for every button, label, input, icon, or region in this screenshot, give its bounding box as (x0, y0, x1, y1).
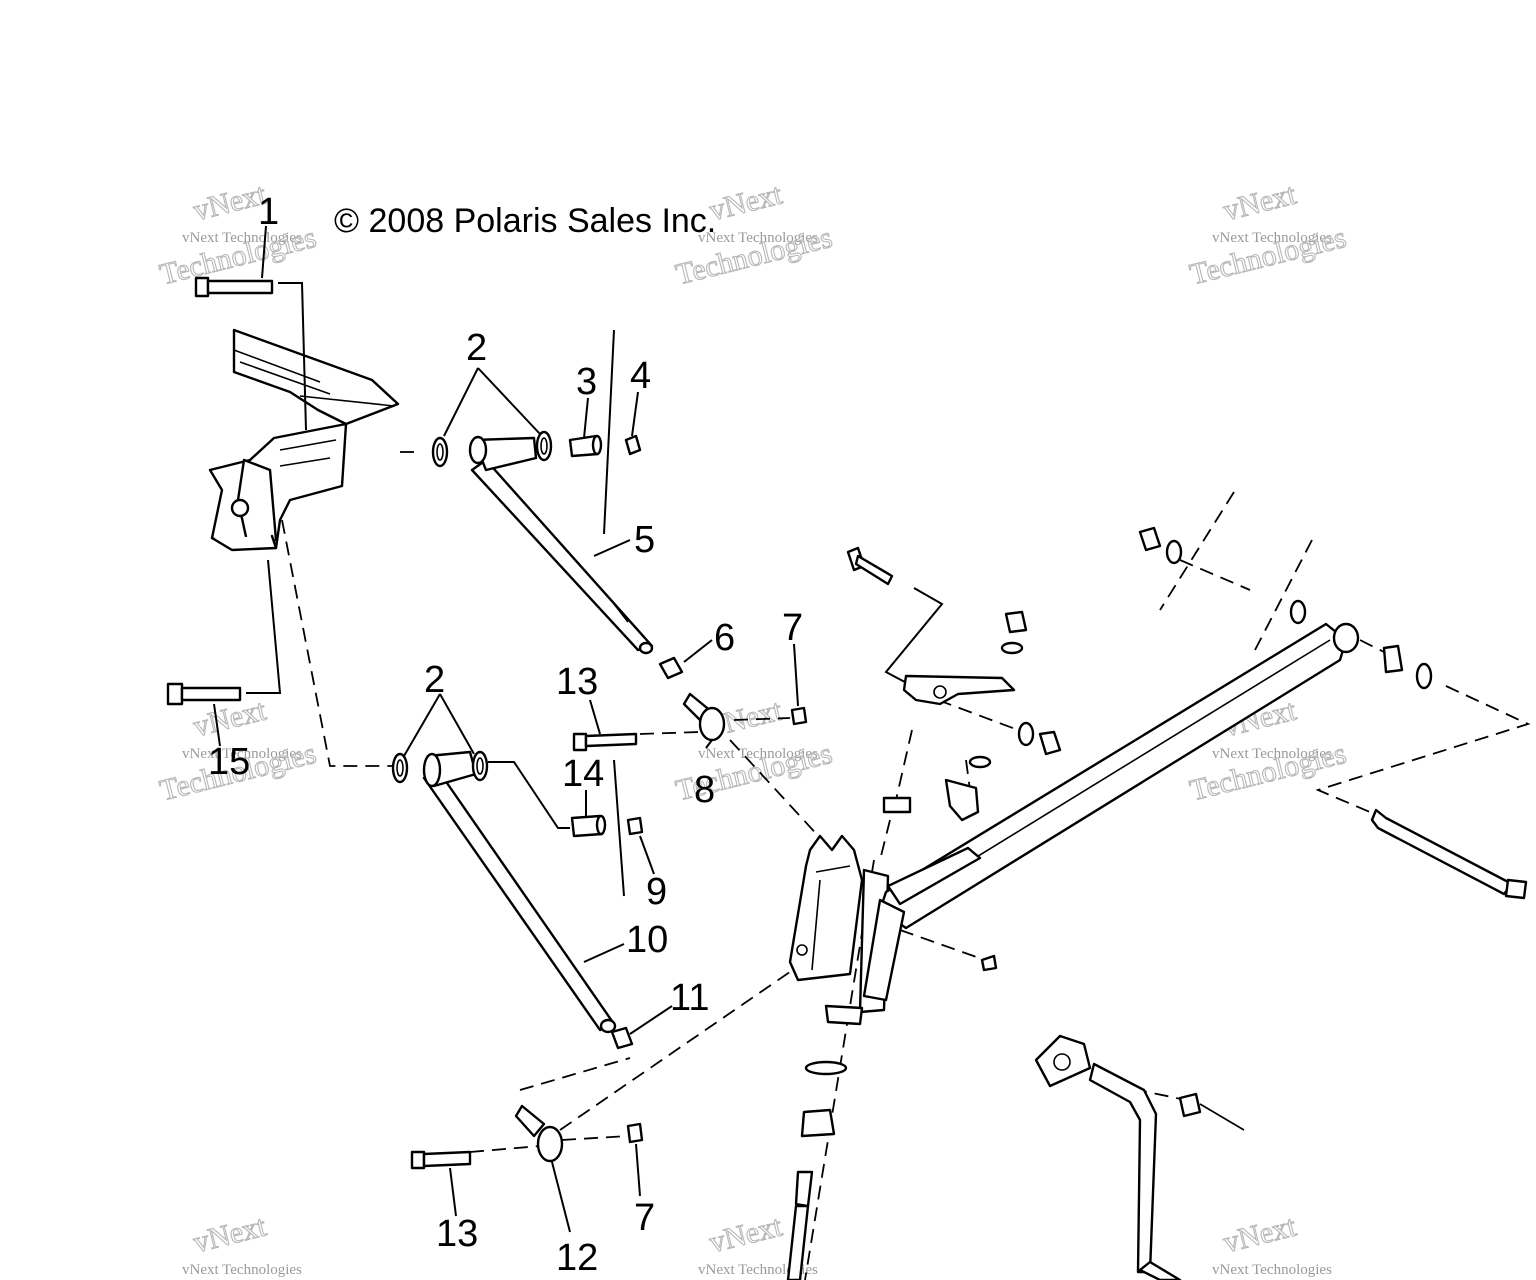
callout-13-upper: 13 (556, 661, 598, 703)
svg-text:vNext: vNext (706, 1209, 786, 1259)
upper-bushings (431, 430, 642, 468)
callout-2-upper: 2 (466, 327, 487, 369)
spindle-knuckle (786, 834, 890, 1280)
watermark-top-right: vNext Technologies vNext Technologies (1186, 177, 1350, 292)
callout-5: 5 (634, 519, 655, 561)
svg-text:vNext Technologies: vNext Technologies (698, 230, 818, 246)
trailing-arm (862, 622, 1360, 1002)
watermark-top-left: vNext Technologies vNext Technologies (156, 177, 320, 292)
watermark-bottom-left: vNext Technologies vNext (182, 1209, 302, 1278)
bolt-15 (166, 682, 242, 706)
lower-a-arm (422, 750, 617, 1034)
trailing-arm-hardware (1138, 526, 1433, 690)
callout-7-upper: 7 (782, 607, 803, 649)
bolt-top-center (846, 546, 894, 586)
callout-10: 10 (626, 919, 668, 961)
callouts: 1 2 2 3 4 5 6 7 7 8 9 10 11 12 13 13 14 … (208, 191, 803, 1279)
sway-bar (1034, 1034, 1182, 1280)
watermark-bottom-right: vNext Technologies vNext (1212, 1209, 1332, 1278)
svg-text:vNext Technologies: vNext Technologies (1212, 1262, 1332, 1278)
callout-7-lower: 7 (634, 1197, 655, 1239)
callout-15: 15 (208, 741, 250, 783)
upper-arm-plate (882, 610, 1062, 972)
svg-text:vNext: vNext (1220, 177, 1300, 227)
callout-11: 11 (670, 977, 709, 1019)
svg-text:vNext: vNext (190, 1209, 270, 1259)
bolt-right-long (1370, 808, 1528, 900)
callout-14: 14 (562, 753, 604, 795)
svg-text:vNext Technologies: vNext Technologies (1212, 230, 1332, 246)
svg-text:vNext Technologies: vNext Technologies (182, 230, 302, 246)
callout-12: 12 (556, 1237, 598, 1279)
svg-text:vNext Technologies: vNext Technologies (1212, 746, 1332, 762)
svg-text:vNext: vNext (1220, 1209, 1300, 1259)
svg-text:vNext Technologies: vNext Technologies (182, 746, 302, 762)
lower-ball-joint (514, 1026, 644, 1163)
callout-leaders (213, 225, 799, 1233)
bolt-13-lower (410, 1150, 472, 1170)
callout-6: 6 (714, 617, 735, 659)
copyright-notice: © 2008 Polaris Sales Inc. (334, 202, 716, 240)
callout-8: 8 (694, 769, 715, 811)
callout-1: 1 (258, 191, 279, 233)
svg-text:vNext: vNext (706, 177, 786, 227)
svg-text:vNext Technologies: vNext Technologies (182, 1262, 302, 1278)
bolt-13-upper (572, 732, 638, 752)
lower-bushings (391, 750, 644, 838)
upper-ball-joint (658, 656, 808, 742)
callout-4: 4 (630, 355, 651, 397)
callout-2-lower: 2 (424, 659, 445, 701)
bolt-1 (194, 276, 274, 298)
callout-9: 9 (646, 871, 667, 913)
brake-cable-end (1178, 1092, 1245, 1131)
callout-13-lower: 13 (436, 1213, 478, 1255)
frame-bracket (208, 328, 400, 552)
upper-a-arm (468, 435, 654, 655)
svg-text:vNext Technologies: vNext Technologies (698, 746, 818, 762)
callout-3: 3 (576, 361, 597, 403)
